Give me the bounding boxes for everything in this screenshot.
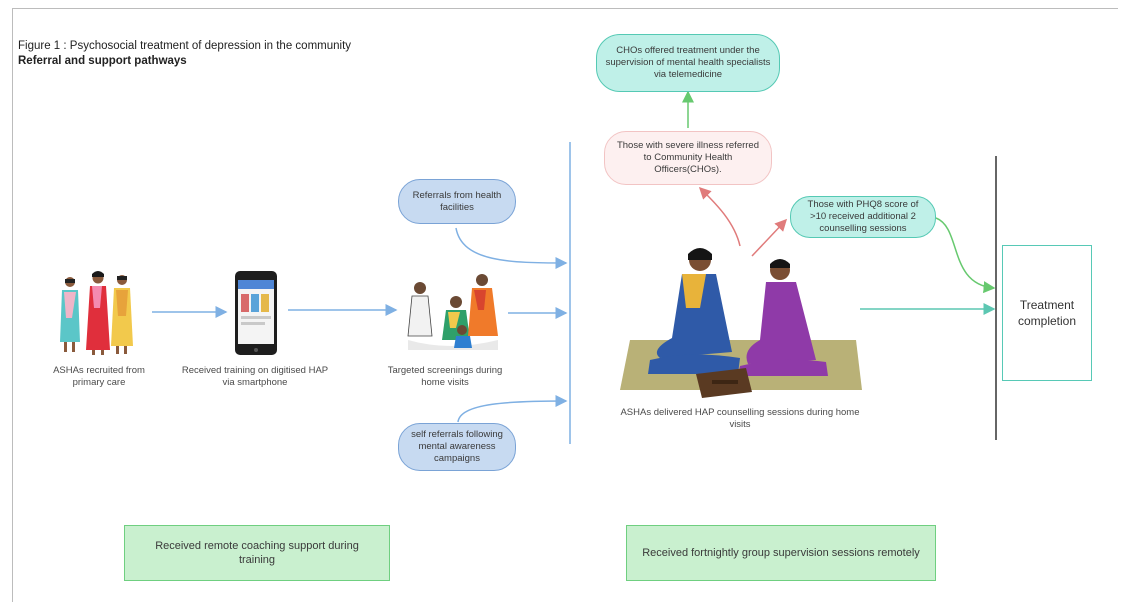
screenings-caption: Targeted screenings during home visits — [387, 365, 503, 388]
referrals-health-bubble: Referrals from health facilities — [398, 179, 516, 224]
ashas-recruited-caption: ASHAs recruited from primary care — [53, 365, 145, 388]
arrow-to-phq8 — [751, 218, 788, 257]
severe-illness-bubble: Those with severe illness referred to Co… — [604, 131, 772, 185]
screening-illustration — [407, 274, 498, 350]
ashas-illustration — [60, 271, 133, 355]
remote-coaching-box: Received remote coaching support during … — [124, 525, 390, 581]
group-supervision-box: Received fortnightly group supervision s… — [626, 525, 936, 581]
smartphone-illustration — [235, 271, 277, 355]
figure-subtitle: Referral and support pathways — [18, 55, 187, 67]
figure-frame — [12, 8, 1118, 602]
phq8-bubble: Those with PHQ8 score of >10 received ad… — [790, 196, 936, 238]
training-caption: Received training on digitised HAP via s… — [181, 365, 329, 388]
arrow-phq8-to-completion — [935, 217, 996, 294]
treatment-completion-box: Treatment completion — [1002, 245, 1092, 381]
self-referrals-bubble: self referrals following mental awarenes… — [398, 423, 516, 471]
arrow-self-referrals-to-line — [457, 395, 568, 423]
counselling-illustration — [620, 248, 862, 398]
cho-treatment-bubble: CHOs offered treatment under the supervi… — [596, 34, 780, 92]
counselling-caption: ASHAs delivered HAP counselling sessions… — [620, 407, 860, 430]
figure-title: Figure 1 : Psychosocial treatment of dep… — [18, 40, 352, 52]
arrow-referrals-to-line — [455, 227, 568, 269]
arrow-to-severe-illness — [698, 186, 741, 247]
